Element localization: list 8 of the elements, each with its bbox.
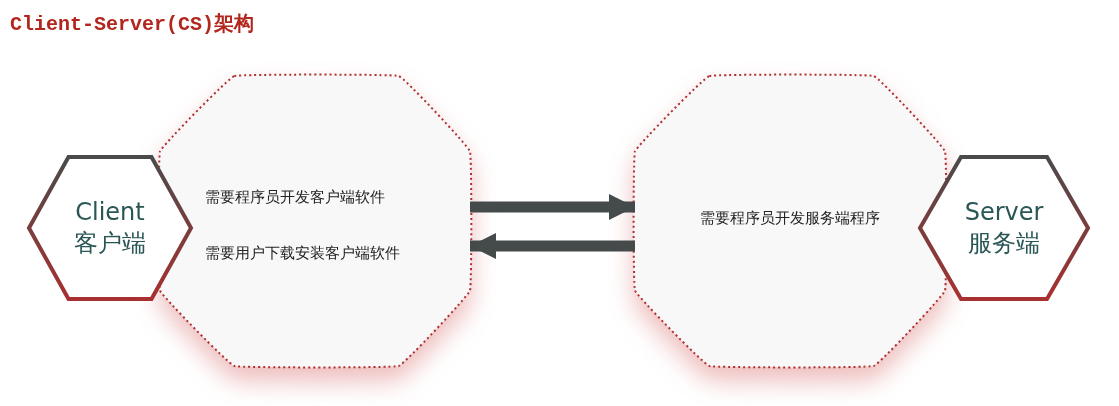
arrow (470, 232, 635, 260)
arrow (470, 193, 635, 221)
description-text: 需要程序员开发服务端程序 (699, 209, 881, 228)
node-label: Client 客户端 (73, 197, 147, 259)
node-label: Server 服务端 (963, 197, 1045, 259)
description-text: 需要用户下载安装客户端软件 (205, 244, 400, 263)
title: Client-Server(CS)架构 (10, 12, 255, 37)
description-text: 需要程序员开发客户端软件 (205, 188, 385, 207)
